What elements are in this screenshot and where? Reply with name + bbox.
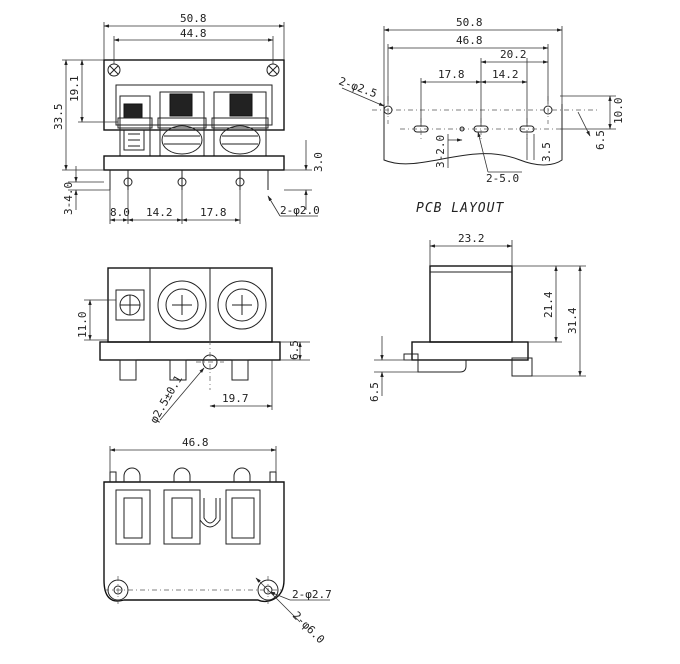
dim-pcb-17-8: 17.8 <box>438 68 465 81</box>
dim-pcb-3-5: 3.5 <box>540 142 553 162</box>
front-view: 50.8 44.8 33.5 19.1 3.0 3-4.0 8.0 14.2 1… <box>52 12 325 224</box>
dim-front-50-8: 50.8 <box>180 12 207 25</box>
side-view: 23.2 21.4 31.4 6.5 <box>368 232 586 402</box>
dim-front-3-0: 3.0 <box>312 152 325 172</box>
dim-pcb-10-0: 10.0 <box>612 98 625 125</box>
dim-front-14-2: 14.2 <box>146 206 173 219</box>
pcb-layout-title: PCB LAYOUT <box>416 201 504 216</box>
front-terminal-2 <box>157 91 207 157</box>
top-terminal-1 <box>115 289 145 321</box>
pcb-board-outline <box>383 104 563 166</box>
bottom-view: 46.8 2-φ2.7 2-φ6.0 <box>103 436 332 646</box>
dim-side-6-5: 6.5 <box>368 382 381 402</box>
dim-pcb-50-8: 50.8 <box>456 16 483 29</box>
front-terminal-1 <box>117 95 153 157</box>
dim-bottom-hole-outer: 2-φ6.0 <box>290 609 327 646</box>
front-body <box>103 59 285 131</box>
top-terminal-3 <box>217 280 267 330</box>
front-base <box>103 155 285 171</box>
pcb-layout-view: 50.8 46.8 20.2 17.8 14.2 2-φ2.5 10.0 6.5… <box>337 16 625 216</box>
dim-top-hole: φ2.5±0.1 <box>147 373 185 425</box>
dim-bottom-46-8: 46.8 <box>182 436 209 449</box>
dim-front-8-0: 8.0 <box>110 206 130 219</box>
side-body <box>429 265 513 343</box>
dim-pcb-14-2: 14.2 <box>492 68 519 81</box>
dim-front-33-5: 33.5 <box>52 104 65 131</box>
dim-front-pin-dia: 2-φ2.0 <box>280 204 320 217</box>
top-terminal-2 <box>157 280 207 330</box>
dim-pcb-slot-w: 2-5.0 <box>486 172 519 185</box>
top-view: 11.0 6.5 19.7 φ2.5±0.1 <box>76 267 310 426</box>
bottom-slot-3 <box>225 489 261 545</box>
bottom-slot-1 <box>115 489 151 545</box>
dim-side-23-2: 23.2 <box>458 232 485 245</box>
dim-bottom-hole-inner: 2-φ2.7 <box>292 588 332 601</box>
bottom-hole-left-inner <box>113 585 123 595</box>
bottom-slot-2 <box>163 489 201 545</box>
dim-side-21-4: 21.4 <box>542 291 555 318</box>
top-base <box>99 341 281 361</box>
dim-pcb-6-5: 6.5 <box>594 130 607 150</box>
dim-pcb-20-2: 20.2 <box>500 48 527 61</box>
dim-top-6-5: 6.5 <box>288 340 301 360</box>
dim-top-11-0: 11.0 <box>76 312 89 339</box>
dim-top-19-7: 19.7 <box>222 392 249 405</box>
dim-side-31-4: 31.4 <box>566 307 579 334</box>
dim-front-44-8: 44.8 <box>180 27 207 40</box>
dim-pcb-46-8: 46.8 <box>456 34 483 47</box>
front-terminal-3 <box>211 91 269 157</box>
bottom-outline <box>103 481 285 603</box>
dim-pcb-slot: 3-2.0 <box>434 135 447 168</box>
dim-front-19-1: 19.1 <box>68 76 81 103</box>
dim-front-17-8: 17.8 <box>200 206 227 219</box>
side-base <box>411 341 529 361</box>
dim-pcb-hole-dia: 2-φ2.5 <box>337 75 379 101</box>
dim-front-3-4-0: 3-4.0 <box>62 182 75 215</box>
front-inner-frame <box>115 84 273 126</box>
